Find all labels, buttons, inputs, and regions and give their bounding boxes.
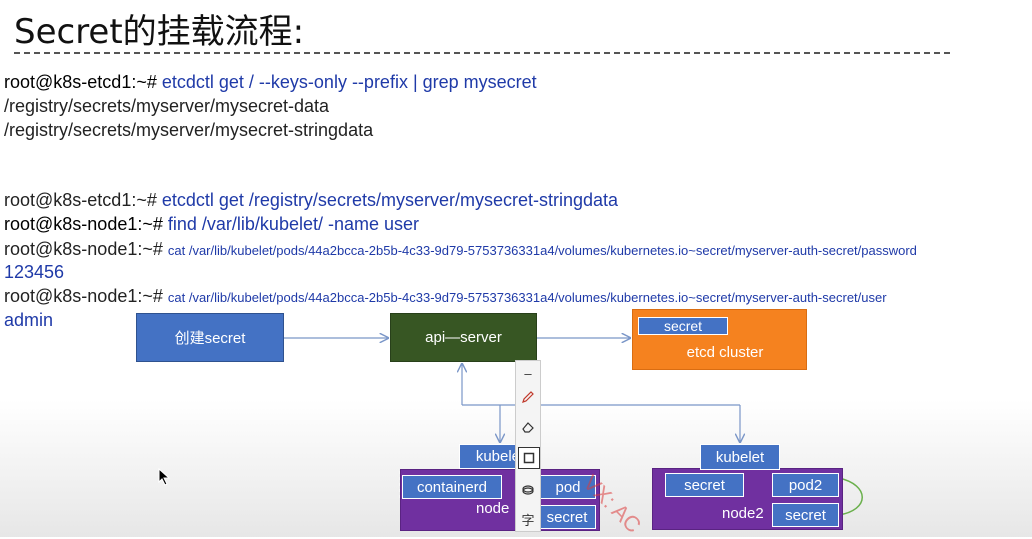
node2-label: node2 bbox=[722, 505, 764, 522]
node2-pod-secret-box: secret bbox=[772, 503, 839, 527]
terminal-line-3: root@k8s-node1:~# find /var/lib/kubelet/… bbox=[4, 214, 419, 235]
terminal-line-2: root@k8s-etcd1:~# etcdctl get /registry/… bbox=[4, 190, 618, 211]
terminal-output-1: /registry/secrets/myserver/mysecret-data bbox=[4, 96, 330, 116]
text-icon[interactable]: 字 bbox=[521, 512, 535, 528]
create-secret-box: 创建secret bbox=[136, 313, 284, 362]
node2-pod-box: pod2 bbox=[772, 473, 839, 497]
prompt: root@k8s-etcd1:~# bbox=[4, 190, 157, 210]
prompt: root@k8s-node1:~# bbox=[4, 286, 163, 306]
dashed-divider bbox=[14, 52, 950, 54]
etcd-secret-box: secret bbox=[638, 317, 728, 335]
terminal-line-5: root@k8s-node1:~# cat /var/lib/kubelet/p… bbox=[4, 286, 887, 307]
terminal-output-4: admin bbox=[4, 310, 54, 330]
prompt: root@k8s-etcd1:~# bbox=[4, 72, 157, 92]
page-title: Secret的挂载流程: bbox=[14, 12, 305, 52]
node1-containerd-box[interactable]: containerd bbox=[402, 475, 502, 499]
terminal-output-2: /registry/secrets/myserver/mysecret-stri… bbox=[4, 120, 374, 140]
minus-icon[interactable]: – bbox=[524, 365, 532, 381]
pen-icon[interactable] bbox=[518, 387, 538, 407]
terminal-output-3: 123456 bbox=[4, 262, 65, 282]
command: cat /var/lib/kubelet/pods/44a2bcca-2b5b-… bbox=[167, 243, 917, 258]
api-server-box: api—server bbox=[390, 313, 537, 362]
node1-secret-box: secret bbox=[538, 505, 596, 529]
shape-icon[interactable] bbox=[518, 479, 538, 499]
command: etcdctl get /registry/secrets/myserver/m… bbox=[161, 190, 619, 210]
command: cat /var/lib/kubelet/pods/44a2bcca-2b5b-… bbox=[167, 290, 887, 305]
node1-label: node bbox=[476, 500, 510, 517]
rectangle-icon[interactable] bbox=[518, 447, 540, 469]
mouse-cursor-icon bbox=[158, 468, 171, 486]
terminal-line-1: root@k8s-etcd1:~# etcdctl get / --keys-o… bbox=[4, 72, 537, 93]
command: find /var/lib/kubelet/ -name user bbox=[167, 214, 420, 234]
terminal-line-4: root@k8s-node1:~# cat /var/lib/kubelet/p… bbox=[4, 239, 917, 260]
command: etcdctl get / --keys-only --prefix | gre… bbox=[161, 72, 537, 92]
node2-secret-box: secret bbox=[665, 473, 744, 497]
node2-kubelet-box: kubelet bbox=[700, 444, 780, 470]
etcd-cluster-label: etcd cluster bbox=[686, 344, 764, 361]
prompt: root@k8s-node1:~# bbox=[4, 214, 163, 234]
prompt: root@k8s-node1:~# bbox=[4, 239, 163, 259]
annotation-toolbar: – 字 bbox=[515, 360, 541, 532]
node1-pod-box: pod bbox=[540, 475, 596, 499]
eraser-icon[interactable] bbox=[518, 417, 538, 437]
